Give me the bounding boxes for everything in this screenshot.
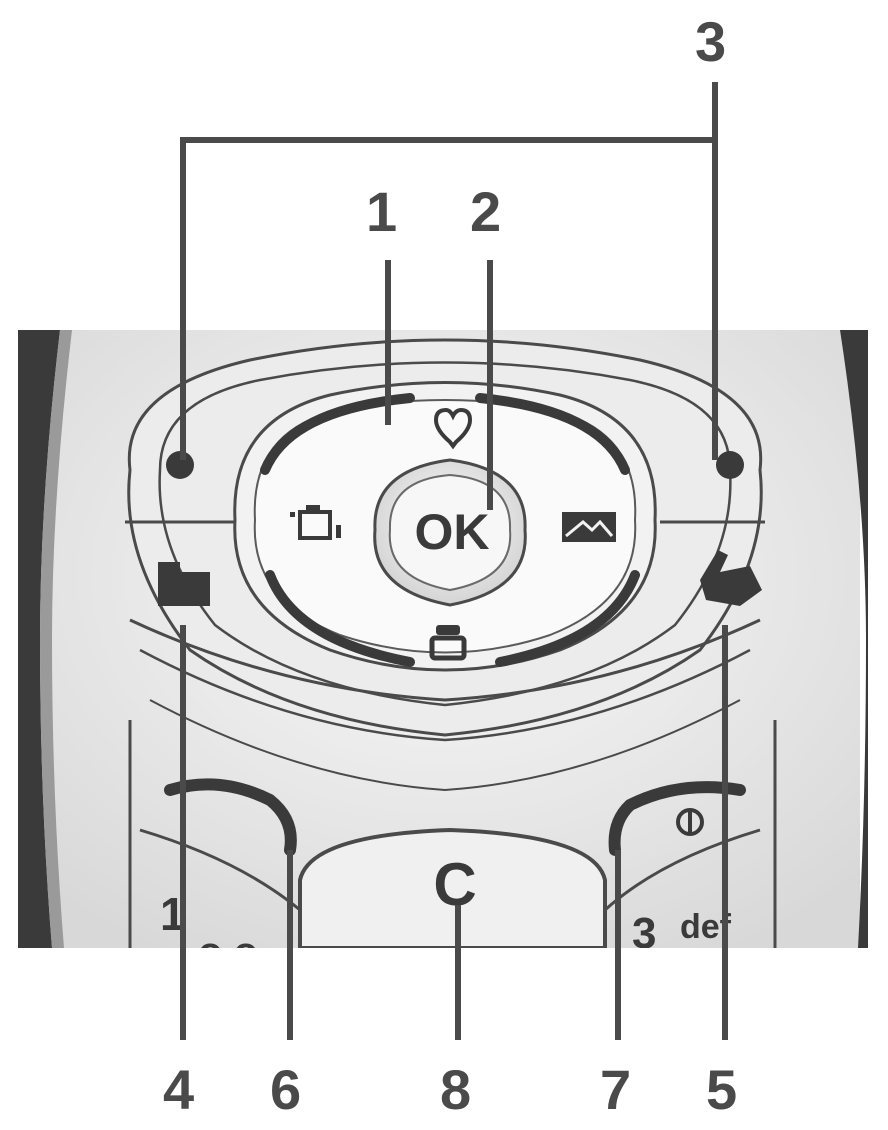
folder-icon <box>158 562 210 606</box>
callout-4: 4 <box>163 1058 195 1121</box>
callout-1: 1 <box>366 180 398 243</box>
envelope-icon <box>562 512 616 542</box>
hand-icon <box>700 550 762 606</box>
send-key[interactable] <box>128 720 301 948</box>
callout-line-3 <box>180 137 718 460</box>
camera-icon <box>290 505 341 540</box>
callout-lines <box>180 82 728 1040</box>
callout-6: 6 <box>270 1058 302 1121</box>
heart-icon <box>433 407 473 450</box>
callout-2: 2 <box>470 180 502 243</box>
callout-8: 8 <box>440 1058 472 1121</box>
power-icon <box>676 808 704 836</box>
ok-button[interactable]: OK <box>373 458 527 607</box>
phone-icon <box>429 625 467 661</box>
clear-key[interactable]: C <box>298 827 607 950</box>
right-soft-key[interactable] <box>716 451 744 479</box>
ok-label: OK <box>415 504 490 560</box>
left-soft-key[interactable] <box>166 451 194 479</box>
callout-3: 3 <box>695 10 727 73</box>
callout-5: 5 <box>706 1058 738 1121</box>
callout-7: 7 <box>600 1058 632 1121</box>
